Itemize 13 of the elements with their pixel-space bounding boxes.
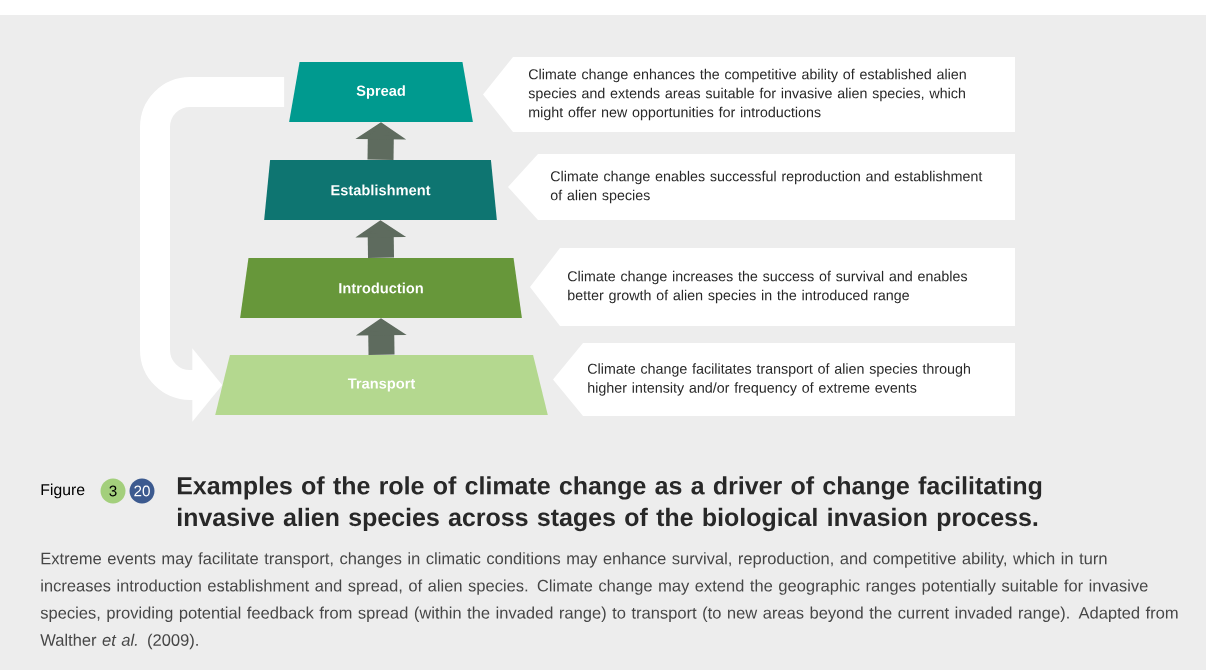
- callout-box: Climate change facilitates transport of alien species through higher intensity and/or frequency of extreme events: [553, 343, 1015, 416]
- number-badge: 20: [129, 478, 155, 504]
- stage-trapezoid: Transport: [215, 355, 548, 415]
- caption-text: Extreme events may facilitate transport, changes in climatic conditions may enhance survival, reproduction, and competitive ability, which in turn increases introduction establishment and spread, of alien species. Climate change may extend the geographic ranges potentially suitable for invasive species, providing potential feedback from spread (within the invaded range) to transport (to new areas beyond the current invaded range). Adapted from Walther et al. (2009).: [40, 552, 1178, 650]
- number-badge: 3: [100, 478, 126, 504]
- figure-label: Figure: [41, 483, 85, 499]
- figure-title: Examples of the role of climate change as a driver of change facilitating invasive alien species across stages of the biological invasion process.: [177, 476, 1042, 532]
- stage-trapezoid: Introduction: [240, 258, 522, 318]
- callout-box: Climate change enables successful reproduction and establishment of alien species: [508, 154, 1015, 220]
- stage-trapezoid: Spread: [289, 62, 473, 122]
- callout-box: Climate change enhances the competitive ability of established alien species and extends areas suitable for invasive alien species, which might offer new opportunities for introductions: [483, 57, 1015, 132]
- callout-box: Climate change increases the success of survival and enables better growth of alien species in the introduced range: [530, 248, 1015, 326]
- stage-trapezoid: Establishment: [264, 160, 497, 220]
